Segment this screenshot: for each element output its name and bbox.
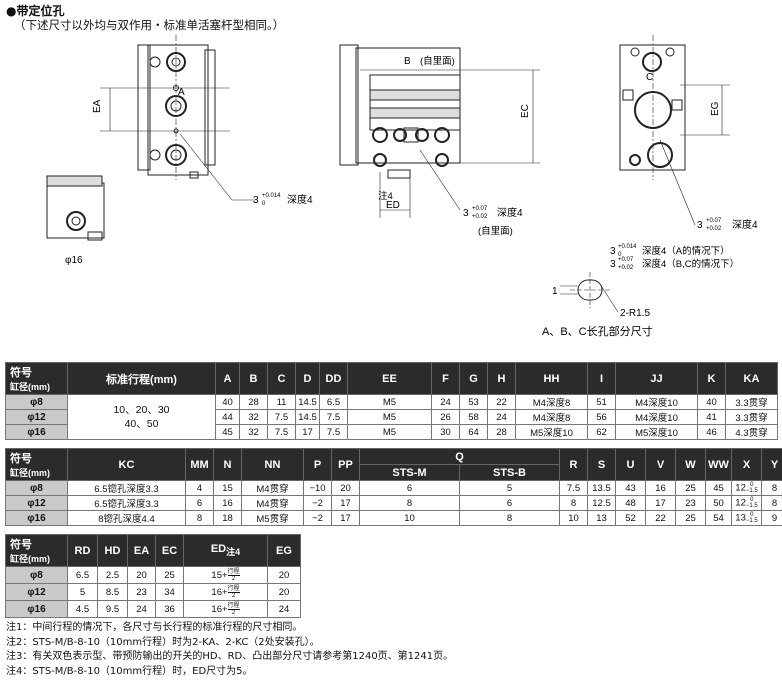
slot-caption: A、B、C长孔部分尺寸	[542, 324, 653, 338]
spec-table-3: 符号 缸径(mm) RD HD EA EC ED注4 EG φ8 6.5 2.5…	[5, 534, 301, 618]
svg-text:+0.014: +0.014	[262, 193, 281, 199]
bottom-view	[46, 175, 105, 241]
svg-text:(自里面): (自里面)	[420, 55, 455, 67]
eg-label: EG	[710, 101, 721, 116]
svg-text:深度4: 深度4	[497, 206, 523, 219]
a-label: A	[178, 87, 185, 98]
table-row: φ8 6.5锪孔深度3.3 4 15 M4贯穿 −10 20 6 5 7.5 1…	[5, 480, 782, 496]
svg-text:0: 0	[618, 252, 622, 258]
svg-text:3: 3	[463, 208, 469, 219]
note-1: 注1：中间行程的情况下，各尺寸与长行程的标准行程的尺寸相同。	[6, 622, 303, 633]
table-row: φ16 8锪孔深度4.4 8 18 M5贯穿 −2 17 10 8 10 13 …	[5, 510, 782, 526]
table-row: φ16 45 32 7.5 17 7.5 M5 30 64 28 M5深度10 …	[5, 424, 778, 440]
spec-table-2: 符号 缸径(mm) KC MM N NN P PP Q R S U V W WW…	[5, 448, 782, 526]
note-4: 注4：STS-M/B-8-10（10mm行程）时，ED尺寸为5。	[6, 665, 253, 677]
svg-text:深度4（B,C的情况下）: 深度4（B,C的情况下）	[642, 258, 739, 270]
note-2: 注2：STS-M/B-8-10（10mm行程）时为2-KA、2-KC（2处安装孔…	[6, 636, 320, 648]
svg-text:注4: 注4	[378, 190, 393, 202]
svg-text:0: 0	[262, 201, 266, 207]
svg-text:+0.02: +0.02	[472, 214, 488, 220]
ed-label: ED	[386, 200, 400, 211]
table2-corner: 符号 缸径(mm)	[5, 448, 68, 481]
svg-text:1: 1	[552, 286, 558, 297]
svg-text:深度4（A的情况下）: 深度4（A的情况下）	[642, 245, 730, 257]
section-title: ●带定位孔	[6, 4, 65, 18]
stroke-header: 标准行程(mm)	[67, 362, 216, 395]
phi16-label: φ16	[65, 255, 83, 266]
q-header: Q	[359, 448, 560, 465]
table1-corner: 符号 缸径(mm)	[5, 362, 68, 395]
ea-label: EA	[92, 99, 103, 113]
svg-text:3: 3	[610, 259, 616, 270]
svg-text:+0.014: +0.014	[618, 244, 637, 250]
section-subtitle: （下述尺寸以外均与双作用・标准单活塞杆型相同。）	[14, 18, 285, 32]
table-row: φ12 44 32 7.5 14.5 7.5 M5 26 58 24 M4深度8…	[5, 409, 778, 425]
table-row: φ12 6.5锪孔深度3.3 6 16 M4贯穿 −2 17 8 6 8 12.…	[5, 495, 782, 511]
svg-text:(自里面): (自里面)	[478, 225, 513, 237]
front-view-a	[137, 44, 216, 179]
hole-tol-1: 3	[253, 195, 259, 206]
table3-corner: 符号 缸径(mm)	[5, 534, 68, 567]
svg-text:深度4: 深度4	[732, 218, 758, 231]
svg-text:3: 3	[697, 220, 703, 231]
svg-text:+0.02: +0.02	[706, 226, 722, 232]
spec-table-1: 符号 缸径(mm) 标准行程(mm) A B C D DD EE F G H H…	[5, 362, 778, 440]
b-label: B	[404, 56, 411, 67]
svg-text:+0.07: +0.07	[706, 218, 722, 224]
c-label: C	[646, 72, 653, 83]
side-view	[339, 44, 461, 179]
table-row: φ8 10、20、30 40、50 40 28 11 14.5 6.5 M5 2…	[5, 394, 778, 440]
svg-text:2-R1.5: 2-R1.5	[620, 308, 650, 319]
note-3: 注3：有关双色表示型、带预防输出的开关的HD、RD、凸出部分尺寸请参考第1240…	[6, 651, 454, 662]
stroke-cell: 10、20、30 40、50	[67, 394, 216, 440]
svg-text:深度4: 深度4	[287, 193, 313, 206]
svg-text:3: 3	[610, 246, 616, 257]
footnotes: 注1：中间行程的情况下，各尺寸与长行程的标准行程的尺寸相同。 注2：STS-M/…	[6, 621, 453, 679]
slot-detail	[560, 272, 619, 313]
svg-text:+0.07: +0.07	[472, 206, 488, 212]
svg-text:+0.07: +0.07	[618, 257, 634, 263]
end-view	[619, 44, 686, 171]
ec-label: EC	[520, 104, 531, 118]
svg-text:+0.02: +0.02	[618, 265, 634, 271]
technical-drawing: EA A 3 +0.014 0 深度4 φ16 B (自里面) EC 注4 ED…	[46, 35, 758, 338]
